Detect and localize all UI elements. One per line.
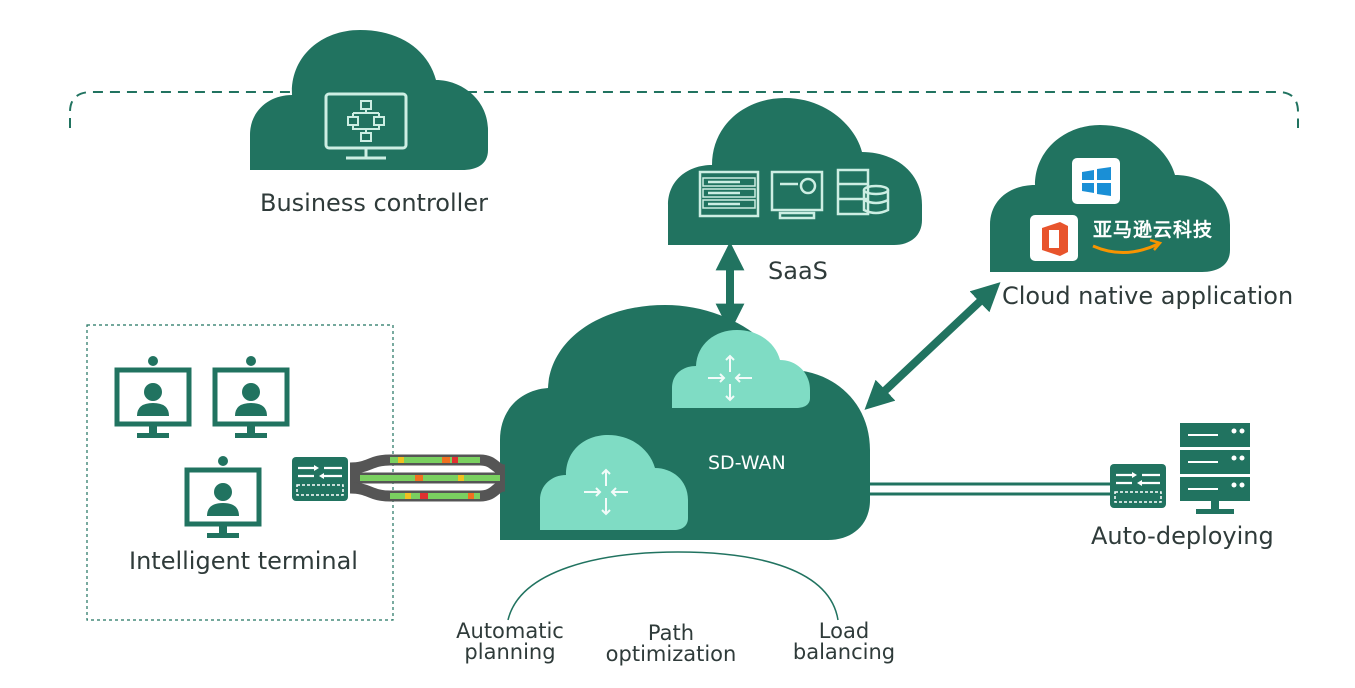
saas-cloud [668, 98, 922, 245]
terminal-monitor-1 [117, 356, 189, 438]
feature-arc [507, 551, 839, 621]
tunnel-bundle [349, 454, 506, 502]
terminal-group-box [86, 324, 394, 621]
business-controller-cloud [250, 30, 488, 170]
right-switch-icon [1108, 462, 1168, 510]
left-switch-icon [290, 455, 350, 503]
windows-logo-icon [1072, 158, 1120, 204]
device-panel-icon [770, 170, 824, 220]
sdwan-cloud [500, 305, 870, 540]
intelligent-terminal-label: Intelligent terminal [129, 547, 358, 575]
router-cloud-bottom [540, 435, 688, 530]
sdwan-label: SD-WAN [708, 452, 786, 474]
business-controller-label: Business controller [260, 189, 488, 217]
right-link [868, 482, 1110, 496]
auto-deploying-label: Auto-deploying [1091, 522, 1274, 550]
amazon-smile-icon [1092, 238, 1163, 255]
aws-text: 亚马逊云科技 [1093, 219, 1214, 241]
office-logo-icon [1030, 215, 1078, 261]
dashed-boundary [69, 91, 1299, 128]
cloudnative-sdwan-arrow [864, 282, 1001, 410]
cloud-native-label: Cloud native application [1002, 282, 1294, 310]
saas-label: SaaS [768, 257, 828, 285]
cloud-native-cloud [990, 125, 1230, 272]
flowchart-monitor-icon [324, 92, 408, 160]
router-cloud-top [672, 330, 810, 408]
auto-deploy-server-icon [1180, 423, 1250, 514]
database-server-icon [836, 168, 890, 216]
terminal-monitor-3 [187, 456, 259, 538]
server-rack-icon [698, 170, 760, 218]
terminal-monitor-2 [215, 356, 287, 438]
